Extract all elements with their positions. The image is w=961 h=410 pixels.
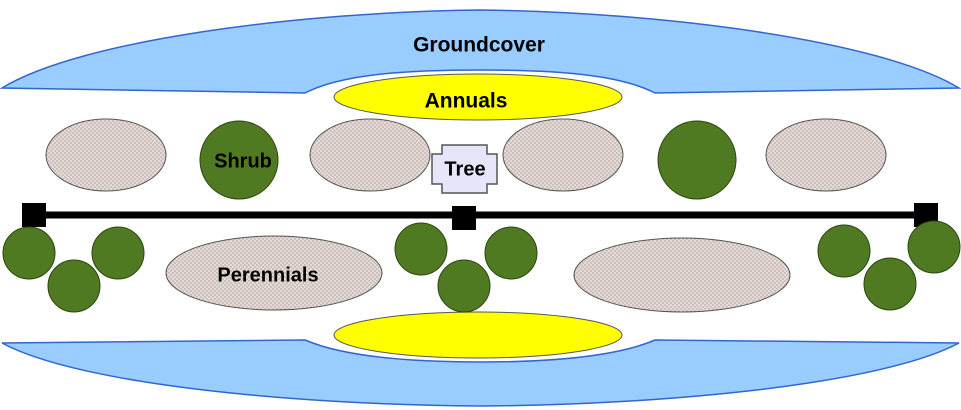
- tree-symbol: [431, 144, 498, 194]
- perennial-patch: [309, 118, 431, 192]
- annuals-label: Annuals: [425, 90, 508, 113]
- shrub-circle: [394, 222, 448, 276]
- line-post-marker: [452, 206, 476, 230]
- shrub-circle: [907, 220, 961, 274]
- perennial-patch: [165, 235, 383, 311]
- groundcover-bottom-band: [1, 339, 960, 407]
- line-post-marker: [22, 203, 46, 227]
- annuals-top: [333, 73, 623, 121]
- shrub-circle: [817, 224, 871, 278]
- perennial-patch: [765, 118, 887, 192]
- shrub-circle: [437, 259, 491, 313]
- groundcover-label: Groundcover: [413, 34, 545, 57]
- shrub-circle: [199, 120, 279, 200]
- shrub-circle: [863, 257, 917, 311]
- shrub-circle: [47, 259, 101, 313]
- shrub-label: Shrub: [214, 150, 272, 172]
- annuals-bottom: [333, 311, 623, 359]
- shrub-circle: [2, 226, 56, 280]
- tree-label: Tree: [444, 158, 485, 180]
- groundcover-top-band: [0, 9, 961, 94]
- perennial-patch: [45, 118, 167, 192]
- perennials-label: Perennials: [217, 264, 318, 286]
- perennial-patch: [502, 118, 624, 192]
- perennial-patch: [573, 237, 791, 313]
- shrub-circle: [657, 120, 737, 200]
- shrub-circle: [91, 226, 145, 280]
- shrub-circle: [484, 226, 538, 280]
